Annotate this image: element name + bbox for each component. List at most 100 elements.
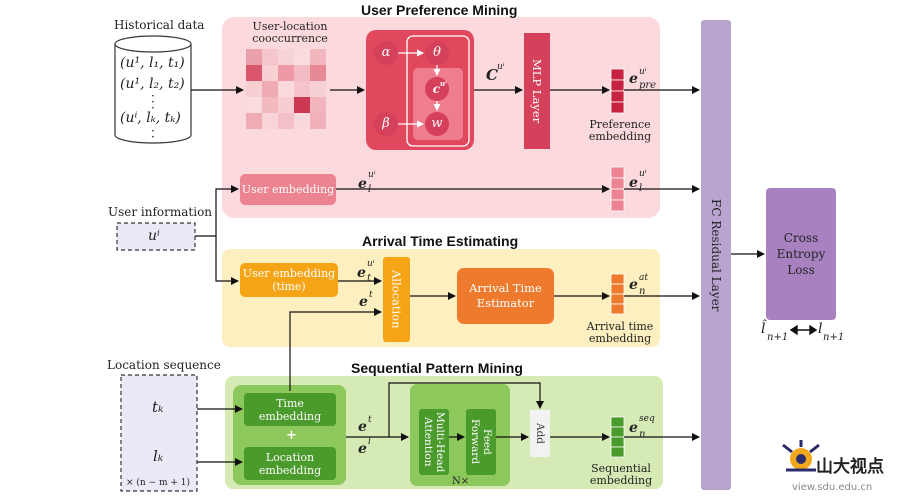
location-sequence-box bbox=[120, 374, 198, 492]
allocation-label: Allocation bbox=[389, 270, 404, 329]
w-symbol: w bbox=[431, 116, 443, 131]
user-embedding-box bbox=[240, 174, 336, 205]
nx-label: N× bbox=[452, 476, 470, 487]
location-embedding-label: Location embedding bbox=[258, 450, 322, 477]
multi-head-attention-label: Multi-Head Attention bbox=[422, 411, 446, 473]
section-title-user-preference: User Preference Mining bbox=[361, 2, 518, 18]
location-sequence-label: Location sequence bbox=[107, 358, 221, 372]
cooccurrence-label: User-location cooccurrence bbox=[252, 20, 328, 45]
historical-row-2: (u¹, l₂, t₂) bbox=[120, 76, 185, 92]
e-l-superscript: uⁱ bbox=[368, 170, 376, 180]
c-superscript: uⁱ bbox=[440, 79, 447, 88]
mlp-layer bbox=[524, 33, 550, 149]
cooccurrence-heatmap bbox=[246, 49, 326, 129]
e-l-symbol-right: e bbox=[629, 175, 638, 191]
e-l-subscript: l bbox=[368, 184, 372, 195]
feed-forward-label: Feed Forward bbox=[469, 419, 493, 465]
target-subscript: n+1 bbox=[823, 332, 845, 343]
prediction-subscript: n+1 bbox=[767, 332, 789, 343]
preference-embedding-label: Preference embedding bbox=[588, 118, 652, 143]
e-t-u-subscript: t bbox=[367, 273, 372, 284]
e-at-superscript: at bbox=[639, 273, 648, 283]
arrival-time-embedding-label: Arrival time embedding bbox=[586, 320, 654, 345]
allocation-box bbox=[383, 257, 410, 342]
cross-entropy-loss-label: Cross Entropy Loss bbox=[776, 231, 826, 277]
section-title-arrival-time: Arrival Time Estimating bbox=[362, 233, 519, 249]
beta-node bbox=[374, 112, 398, 136]
e-l-subscript-right: l bbox=[639, 183, 643, 194]
alpha-symbol: α bbox=[381, 45, 391, 60]
add-label: Add bbox=[534, 422, 546, 445]
plus-symbol: + bbox=[286, 428, 297, 443]
beta-symbol: β bbox=[382, 116, 390, 131]
user-embedding-vector bbox=[610, 166, 625, 212]
user-var: uⁱ bbox=[148, 228, 160, 244]
time-embedding-label: Time embedding bbox=[258, 396, 322, 423]
user-embedding-label: User embedding bbox=[241, 182, 335, 196]
mlp-layer-label: MLP Layer bbox=[530, 58, 544, 124]
w-node bbox=[425, 112, 449, 136]
historical-row-1: (u¹, l₁, t₁) bbox=[120, 55, 185, 71]
c-node bbox=[425, 77, 449, 101]
e-t-u-symbol: e bbox=[357, 265, 366, 281]
repeat-count: × (n − m + 1) bbox=[126, 478, 191, 488]
e-l-symbol: e bbox=[358, 176, 367, 192]
e-t-superscript: t bbox=[369, 290, 373, 300]
historical-row-3: (uⁱ, lₖ, tₖ) bbox=[120, 110, 181, 126]
target-symbol: l bbox=[818, 321, 823, 337]
preference-embedding-vector bbox=[610, 68, 625, 114]
el-symbol: e bbox=[358, 441, 367, 457]
add-box bbox=[530, 410, 550, 457]
e-at-symbol: e bbox=[629, 277, 638, 293]
user-information-label: User information bbox=[108, 205, 213, 219]
arrival-time-estimator-label: Arrival Time Estimator bbox=[469, 281, 542, 310]
e-at-subscript: n bbox=[639, 286, 646, 297]
topic-model-plate bbox=[406, 35, 470, 147]
feed-forward-box bbox=[466, 409, 496, 475]
e-seq-superscript: seq bbox=[639, 414, 655, 424]
alpha-node bbox=[374, 41, 398, 65]
el-superscript: l bbox=[368, 437, 371, 447]
prediction-symbol: l̂ bbox=[761, 321, 766, 337]
theta-symbol: θ bbox=[433, 45, 441, 60]
sequential-embedding-vector bbox=[610, 416, 625, 458]
ellipsis-vertical: ··· bbox=[151, 89, 155, 115]
e-t-symbol: e bbox=[359, 294, 368, 310]
logo-url: view.sdu.edu.cn bbox=[792, 482, 873, 493]
et-symbol: e bbox=[358, 419, 367, 435]
e-seq-subscript: n bbox=[639, 429, 646, 440]
university-logo-icon bbox=[782, 440, 820, 472]
database-cylinder-icon bbox=[114, 35, 192, 144]
fc-residual-layer bbox=[701, 20, 731, 490]
user-embedding-time-box bbox=[240, 263, 338, 297]
c-matrix-symbol: C bbox=[486, 66, 498, 84]
e-pre-subscript: pre bbox=[639, 80, 657, 91]
e-seq-symbol: e bbox=[629, 420, 638, 436]
arrival-time-estimator-box bbox=[457, 268, 554, 324]
historical-data-label: Historical data bbox=[114, 18, 205, 32]
logo-text: 山大视点 bbox=[816, 457, 884, 477]
c-symbol: c bbox=[432, 82, 440, 96]
c-matrix-superscript: uⁱ bbox=[497, 62, 505, 72]
fc-residual-layer-label: FC Residual Layer bbox=[709, 198, 723, 312]
lk-var: lₖ bbox=[153, 447, 164, 465]
et-superscript: t bbox=[368, 415, 372, 425]
sequential-embedding-label: Sequential embedding bbox=[589, 462, 653, 487]
cross-entropy-loss-box bbox=[766, 188, 836, 320]
e-l-superscript-right: uⁱ bbox=[639, 169, 647, 179]
theta-node bbox=[425, 41, 449, 65]
e-t-u-superscript: uⁱ bbox=[367, 259, 375, 269]
user-embedding-time-label: User embedding (time) bbox=[242, 267, 336, 293]
arrival-time-embedding-vector bbox=[610, 273, 625, 315]
double-arrow-icon bbox=[789, 324, 818, 336]
section-title-sequential: Sequential Pattern Mining bbox=[351, 360, 523, 376]
e-pre-superscript: uⁱ bbox=[639, 67, 647, 77]
time-embedding-box bbox=[244, 393, 336, 426]
location-embedding-box bbox=[244, 447, 336, 480]
e-pre-symbol: e bbox=[629, 71, 638, 87]
multi-head-attention-box bbox=[419, 409, 449, 475]
tk-var: tₖ bbox=[152, 398, 164, 416]
ellipsis-vertical-2: ·· bbox=[151, 124, 155, 144]
